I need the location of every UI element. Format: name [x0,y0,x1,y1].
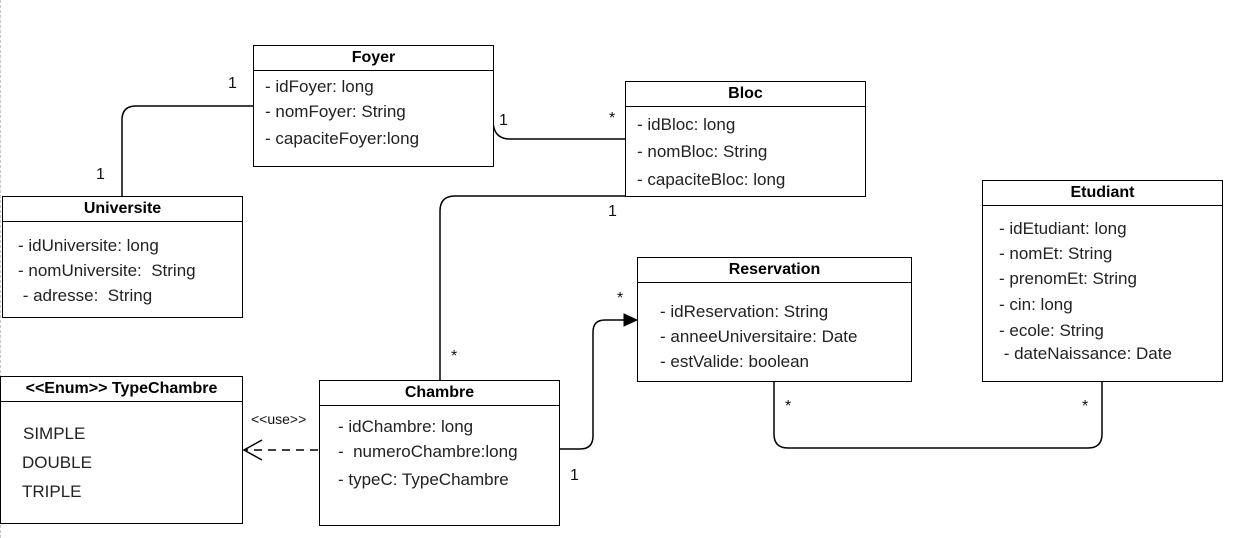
class-universite[interactable]: Universite - idUniversite: long - nomUni… [2,196,243,318]
attr-typec: - typeC: TypeChambre [338,470,509,489]
mult-foyer-universite: 1 [228,75,237,92]
link-foyer-bloc [492,119,625,140]
mult-bloc-foyer: * [609,110,616,127]
link-reservation-etudiant [773,382,1103,449]
class-bloc-name: Bloc [626,82,865,107]
attr-capacitefoyer: - capaciteFoyer:long [265,129,420,148]
class-chambre-name: Chambre [320,381,559,406]
attr-anneeuniversitaire: - anneeUniversitaire: Date [660,327,858,346]
link-chambre-reservation [548,319,636,450]
mult-reservation-etudiant: * [785,398,792,415]
class-etudiant[interactable]: Etudiant - idEtudiant: long - nomEt: Str… [982,180,1223,382]
attr-idreservation: - idReservation: String [660,302,829,321]
attr-capacitebloc: - capaciteBloc: long [637,170,786,189]
class-chambre[interactable]: Chambre - idChambre: long - numeroChambr… [319,380,560,526]
class-reservation[interactable]: Reservation - idReservation: String - an… [637,257,912,382]
enum-typechambre-name: <<Enum>> TypeChambre [1,377,242,402]
attr-nomet: - nomEt: String [999,244,1113,263]
mult-etudiant-reservation: * [1082,398,1089,415]
attr-estvalide: - estValide: boolean [660,352,810,371]
enum-value-double: DOUBLE [22,453,92,472]
class-foyer-name: Foyer [254,46,493,71]
attr-cin: - cin: long [999,295,1073,314]
mult-chambre-reservation: 1 [570,467,579,484]
attr-adresse: - adresse: String [18,286,153,305]
mult-foyer-bloc: 1 [499,112,508,129]
class-bloc[interactable]: Bloc - idBloc: long - nomBloc: String - … [625,81,866,197]
attr-nombloc: - nomBloc: String [637,142,768,161]
attr-nomfoyer: - nomFoyer: String [265,102,406,121]
link-bloc-chambre [439,195,625,380]
class-universite-name: Universite [3,197,242,222]
mult-bloc-chambre: 1 [608,203,617,220]
attr-ecole: - ecole: String [999,321,1104,340]
dependency-arrow-head [242,439,263,461]
enum-value-simple: SIMPLE [23,424,86,443]
attr-iduniversite: - idUniversite: long [18,236,159,255]
attr-nomuniversite: - nomUniversite: String [18,261,196,280]
enum-value-triple: TRIPLE [22,482,82,501]
arrow-head-reservation [623,313,639,327]
mult-universite-foyer: 1 [96,166,105,183]
stereotype-use: <<use>> [251,411,307,427]
attr-prenomet: - prenomEt: String [999,269,1137,288]
enum-typechambre[interactable]: <<Enum>> TypeChambre SIMPLE DOUBLE TRIPL… [0,376,243,524]
mult-chambre-bloc: * [451,348,458,365]
class-foyer[interactable]: Foyer - idFoyer: long - nomFoyer: String… [253,45,494,167]
link-universite-foyer [121,105,253,196]
mult-reservation-chambre: * [617,290,624,307]
class-reservation-name: Reservation [638,258,911,283]
attr-numerochambre: - numeroChambre:long [338,442,518,461]
attr-idchambre: - idChambre: long [338,417,474,436]
attr-idbloc: - idBloc: long [637,115,736,134]
attr-idfoyer: - idFoyer: long [265,77,374,96]
attr-idetudiant: - idEtudiant: long [999,219,1127,238]
class-etudiant-name: Etudiant [983,181,1222,206]
canvas-left-guide [0,0,1,538]
attr-datenaissance: - dateNaissance: Date [999,344,1172,363]
